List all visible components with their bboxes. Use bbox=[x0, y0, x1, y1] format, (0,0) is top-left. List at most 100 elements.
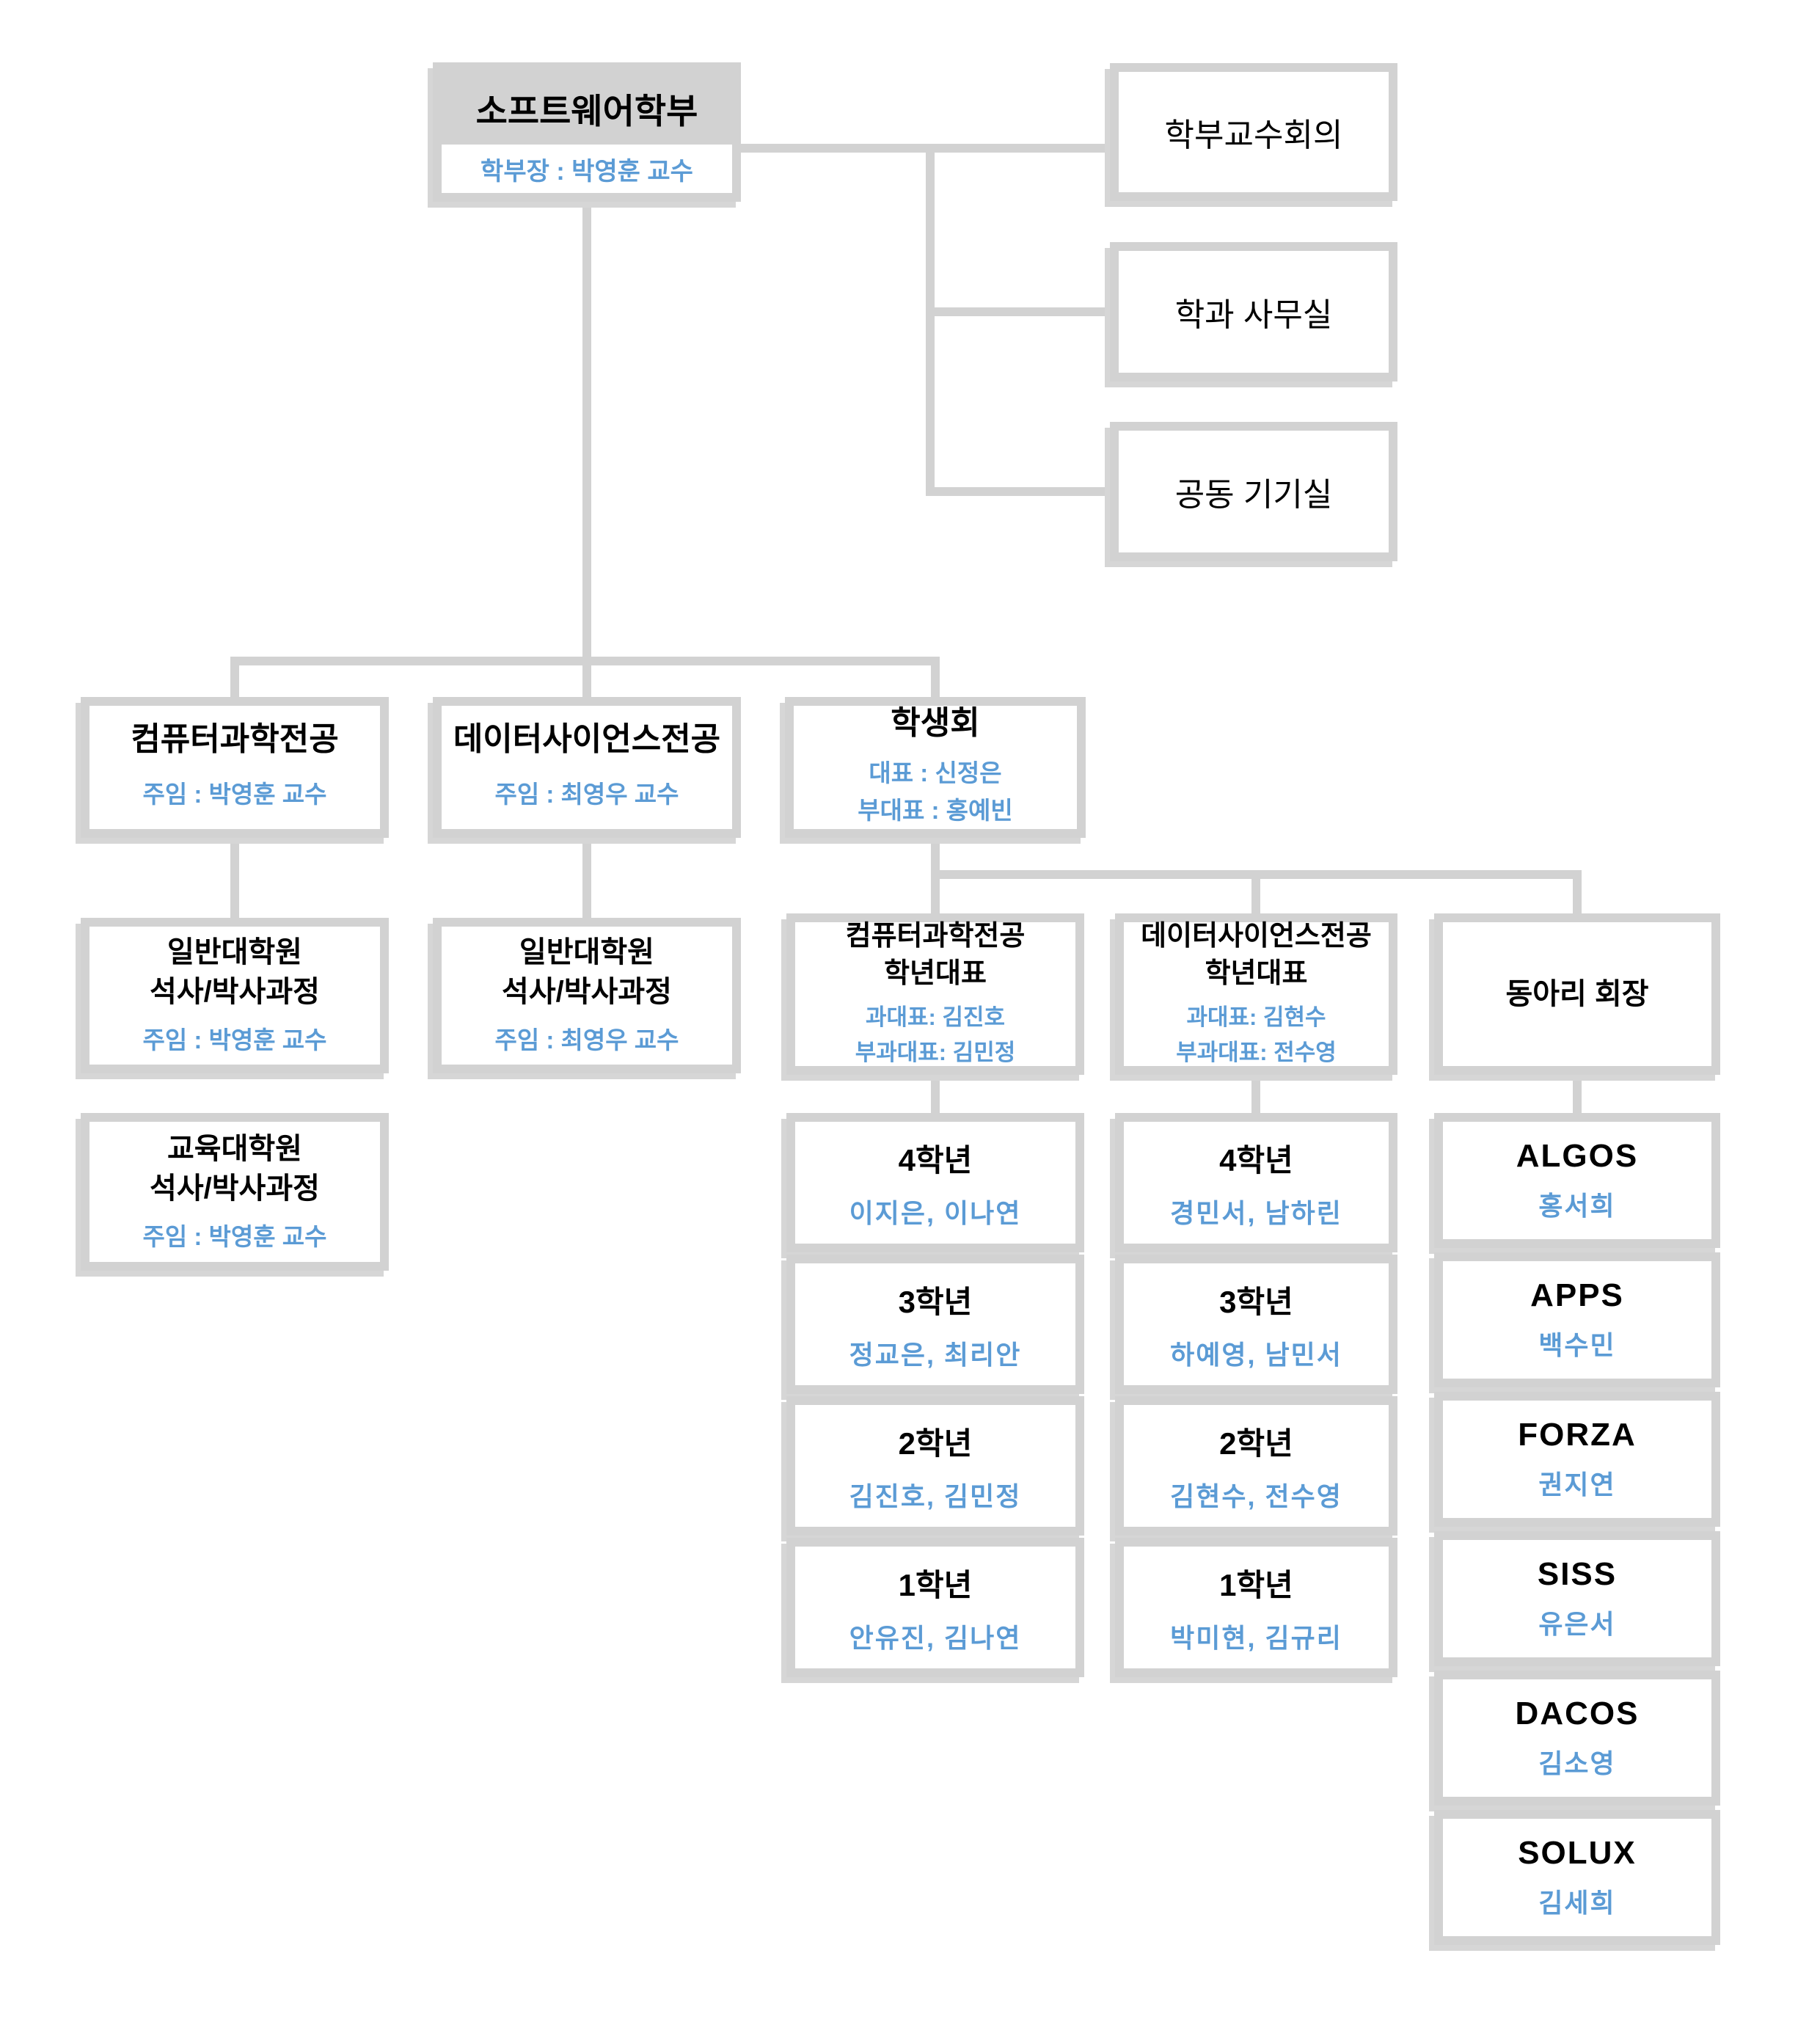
club-name: SOLUX bbox=[1518, 1835, 1637, 1871]
year-names: 이지은, 이나연 bbox=[849, 1197, 1022, 1228]
node-software-faculty: 소프트웨어학부 학부장 : 박영훈 교수 bbox=[433, 62, 741, 202]
club-leader: 김소영 bbox=[1538, 1748, 1616, 1778]
node-title: 교육대학원 석사/박사과정 bbox=[150, 1129, 320, 1208]
council-president: 대표 : 신정은 bbox=[869, 759, 1002, 787]
node-club-forza: FORZA 권지연 bbox=[1434, 1392, 1720, 1527]
node-title: 컴퓨터과학전공 bbox=[131, 721, 339, 758]
connector-line bbox=[1573, 1072, 1582, 1116]
node-subtitle: 주임 : 박영훈 교수 bbox=[142, 1222, 327, 1250]
node-club-apps: APPS 백수민 bbox=[1434, 1252, 1720, 1387]
connector-line bbox=[230, 657, 940, 665]
connector-line bbox=[230, 835, 239, 919]
connector-line bbox=[1573, 870, 1582, 916]
title-line: 데이터사이언스전공 bbox=[1141, 920, 1372, 952]
node-education-grad: 교육대학원 석사/박사과정 주임 : 박영훈 교수 bbox=[81, 1113, 389, 1271]
node-general-grad-cs: 일반대학원 석사/박사과정 주임 : 박영훈 교수 bbox=[81, 918, 389, 1073]
year-names: 김현수, 전수영 bbox=[1170, 1481, 1342, 1511]
node-subtitle: 학부장 : 박영훈 교수 bbox=[442, 145, 732, 193]
year-label: 4학년 bbox=[898, 1142, 973, 1178]
year-label: 1학년 bbox=[898, 1567, 973, 1602]
vice-class-rep: 부과대표: 전수영 bbox=[1176, 1040, 1337, 1066]
node-title: 일반대학원 석사/박사과정 bbox=[150, 932, 320, 1012]
connector-line bbox=[935, 307, 1110, 316]
year-label: 1학년 bbox=[1219, 1567, 1293, 1602]
node-cs-year-4: 4학년 이지은, 이나연 bbox=[786, 1113, 1084, 1252]
year-names: 하예영, 남민서 bbox=[1170, 1339, 1342, 1370]
title-line: 일반대학원 bbox=[167, 936, 302, 969]
node-club-presidents: 동아리 회장 bbox=[1434, 913, 1720, 1075]
connector-line bbox=[931, 870, 940, 916]
year-names: 박미현, 김규리 bbox=[1170, 1622, 1342, 1653]
node-ds-year-reps: 데이터사이언스전공 학년대표 과대표: 김현수 부과대표: 전수영 bbox=[1115, 913, 1397, 1075]
node-general-grad-ds: 일반대학원 석사/박사과정 주임 : 최영우 교수 bbox=[433, 918, 741, 1073]
title-line: 학년대표 bbox=[884, 957, 987, 989]
node-title: 학과 사무실 bbox=[1174, 297, 1333, 333]
node-subtitle: 주임 : 최영우 교수 bbox=[494, 1026, 679, 1054]
node-title: 공동 기기실 bbox=[1174, 477, 1333, 513]
year-names: 정교은, 최리안 bbox=[849, 1339, 1022, 1370]
title-line: 학년대표 bbox=[1205, 957, 1308, 989]
connector-line bbox=[734, 144, 1110, 153]
node-ds-year-4: 4학년 경민서, 남하린 bbox=[1115, 1113, 1397, 1252]
node-student-council: 학생회 대표 : 신정은 부대표 : 홍예빈 bbox=[785, 697, 1086, 838]
node-title: 데이터사이언스전공 학년대표 bbox=[1141, 918, 1372, 993]
node-department-office: 학과 사무실 bbox=[1110, 242, 1397, 382]
node-club-algos: ALGOS 홍서희 bbox=[1434, 1113, 1720, 1248]
club-name: DACOS bbox=[1515, 1696, 1640, 1731]
year-label: 3학년 bbox=[1219, 1284, 1293, 1319]
node-subtitle: 주임 : 박영훈 교수 bbox=[142, 1026, 327, 1054]
year-label: 3학년 bbox=[898, 1284, 973, 1319]
node-cs-year-1: 1학년 안유진, 김나연 bbox=[786, 1538, 1084, 1677]
title-line: 컴퓨터과학전공 bbox=[845, 920, 1026, 952]
title-line: 석사/박사과정 bbox=[150, 976, 320, 1009]
connector-line bbox=[926, 144, 935, 496]
year-label: 2학년 bbox=[1219, 1426, 1293, 1461]
connector-line bbox=[935, 487, 1110, 496]
club-name: SISS bbox=[1537, 1556, 1618, 1592]
node-computer-science-major: 컴퓨터과학전공 주임 : 박영훈 교수 bbox=[81, 697, 389, 838]
node-shared-equipment-room: 공동 기기실 bbox=[1110, 422, 1397, 561]
node-ds-year-2: 2학년 김현수, 전수영 bbox=[1115, 1396, 1397, 1536]
node-club-solux: SOLUX 김세희 bbox=[1434, 1810, 1720, 1945]
year-names: 경민서, 남하린 bbox=[1170, 1197, 1342, 1228]
node-ds-year-1: 1학년 박미현, 김규리 bbox=[1115, 1538, 1397, 1677]
node-title: 소프트웨어학부 bbox=[442, 71, 732, 145]
node-title: 컴퓨터과학전공 학년대표 bbox=[846, 918, 1026, 993]
node-cs-year-3: 3학년 정교은, 최리안 bbox=[786, 1255, 1084, 1394]
node-cs-year-reps: 컴퓨터과학전공 학년대표 과대표: 김진호 부과대표: 김민정 bbox=[786, 913, 1084, 1075]
title-line: 일반대학원 bbox=[519, 936, 654, 969]
club-name: APPS bbox=[1530, 1277, 1624, 1313]
node-cs-year-2: 2학년 김진호, 김민정 bbox=[786, 1396, 1084, 1536]
node-faculty-meeting: 학부교수회의 bbox=[1110, 63, 1397, 201]
title-line: 석사/박사과정 bbox=[150, 1172, 320, 1205]
class-rep: 과대표: 김진호 bbox=[865, 1004, 1006, 1031]
year-label: 4학년 bbox=[1219, 1142, 1293, 1178]
node-subtitle: 과대표: 김현수 부과대표: 전수영 bbox=[1176, 1000, 1337, 1070]
council-vice-president: 부대표 : 홍예빈 bbox=[858, 797, 1013, 825]
club-name: ALGOS bbox=[1516, 1138, 1639, 1174]
club-leader: 유은서 bbox=[1538, 1609, 1616, 1639]
connector-line bbox=[582, 200, 591, 701]
connector-line bbox=[931, 657, 940, 701]
node-title: 학생회 bbox=[891, 704, 980, 741]
vice-class-rep: 부과대표: 김민정 bbox=[855, 1040, 1016, 1066]
node-ds-year-3: 3학년 하예영, 남민서 bbox=[1115, 1255, 1397, 1394]
node-subtitle: 주임 : 최영우 교수 bbox=[494, 781, 679, 809]
node-subtitle: 과대표: 김진호 부과대표: 김민정 bbox=[855, 1000, 1016, 1070]
title-line: 교육대학원 bbox=[167, 1132, 302, 1165]
connector-line bbox=[1251, 1072, 1260, 1116]
node-data-science-major: 데이터사이언스전공 주임 : 최영우 교수 bbox=[433, 697, 741, 838]
club-leader: 김세희 bbox=[1538, 1888, 1616, 1918]
class-rep: 과대표: 김현수 bbox=[1186, 1004, 1326, 1031]
club-leader: 권지연 bbox=[1538, 1470, 1616, 1500]
connector-line bbox=[931, 1072, 940, 1116]
node-club-siss: SISS 유은서 bbox=[1434, 1531, 1720, 1666]
node-title: 학부교수회의 bbox=[1164, 117, 1343, 153]
node-title: 데이터사이언스전공 bbox=[453, 721, 721, 758]
node-subtitle: 대표 : 신정은 부대표 : 홍예빈 bbox=[858, 754, 1013, 829]
connector-line bbox=[931, 835, 940, 879]
node-title: 동아리 회장 bbox=[1505, 978, 1649, 1010]
club-leader: 홍서희 bbox=[1538, 1191, 1616, 1221]
year-names: 김진호, 김민정 bbox=[849, 1481, 1022, 1511]
connector-line bbox=[1251, 870, 1260, 916]
